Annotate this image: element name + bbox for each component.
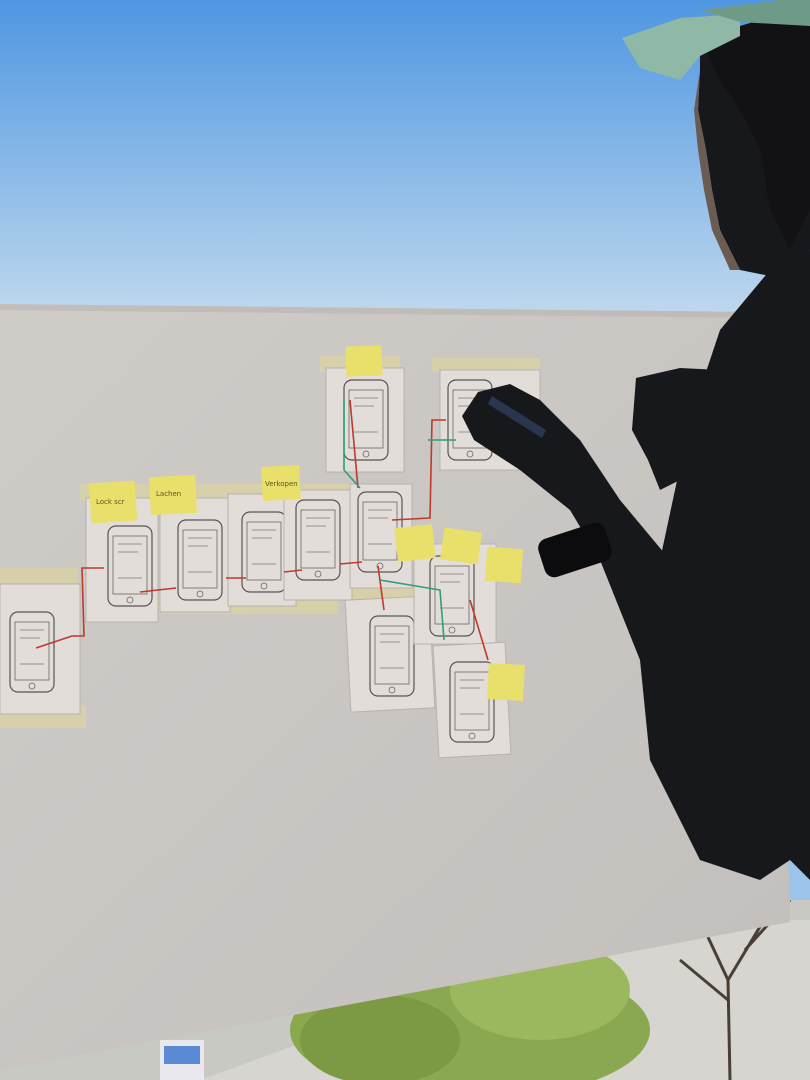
sticky-note: Lachen bbox=[149, 474, 197, 516]
sticky-note-text: Lachen bbox=[156, 490, 181, 498]
person-silhouette bbox=[462, 20, 810, 880]
wristwatch bbox=[538, 522, 612, 578]
sticky-note bbox=[487, 663, 525, 701]
sticky-note-text: Lock scr bbox=[96, 498, 125, 506]
sticky-note-text: Verkopen bbox=[265, 480, 298, 488]
wireframe-cards bbox=[0, 367, 541, 759]
sticky-note: Lock scr bbox=[88, 480, 138, 524]
sticky-note bbox=[484, 546, 524, 584]
sticky-note bbox=[439, 527, 483, 565]
sticky-note: Verkopen bbox=[261, 465, 301, 501]
sticky-note bbox=[394, 524, 436, 562]
cap bbox=[622, 0, 810, 80]
flow-arrows bbox=[35, 399, 489, 661]
marker-pen bbox=[488, 396, 546, 438]
sticky-note bbox=[345, 345, 383, 377]
